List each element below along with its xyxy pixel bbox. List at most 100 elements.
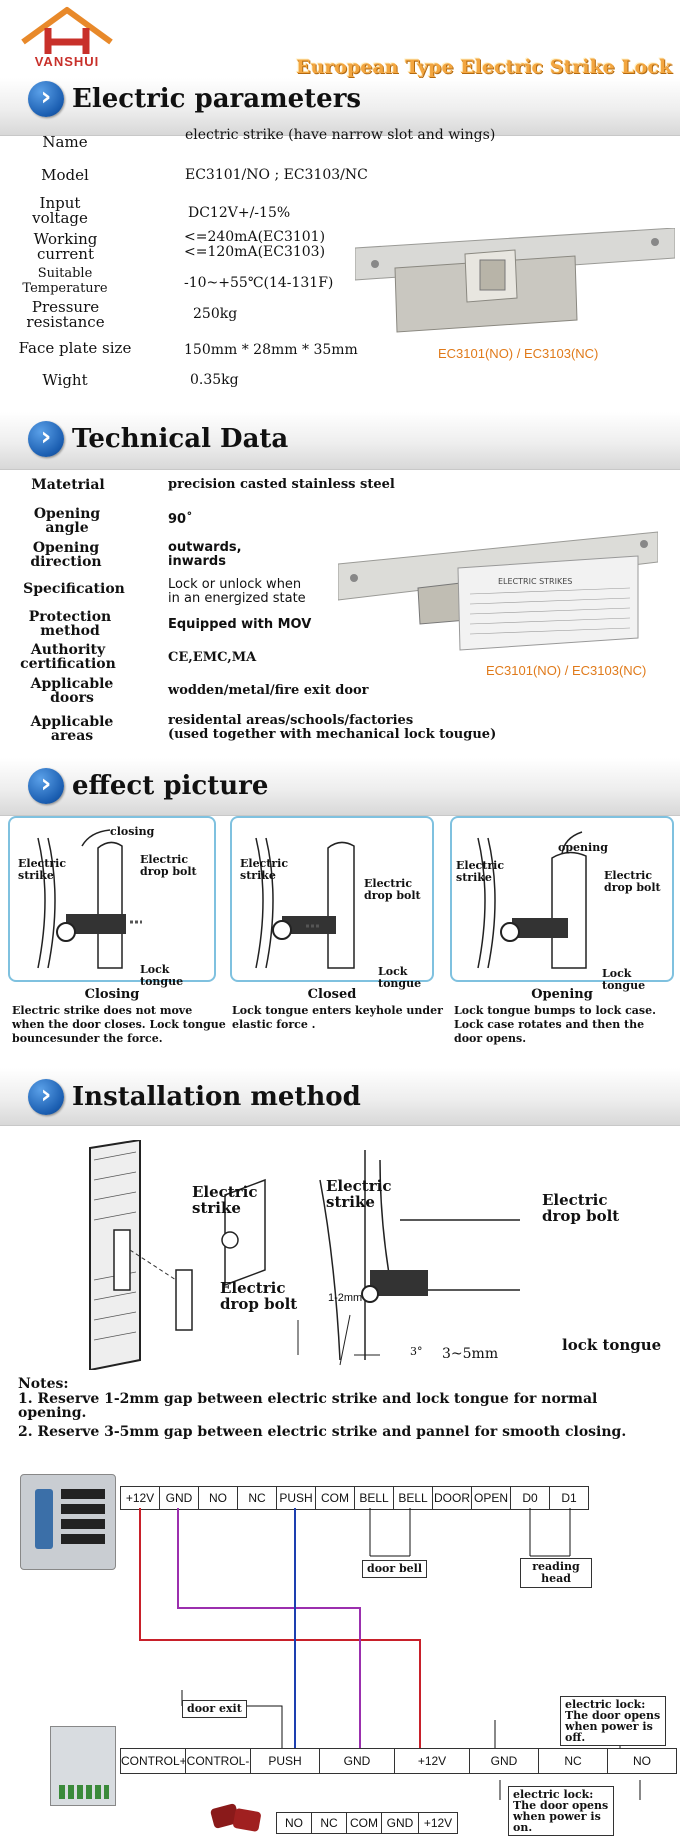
- terminal-gnd: GND: [319, 1748, 395, 1774]
- effect-label: Lock tongue: [140, 963, 184, 988]
- section-header-technical: [0, 412, 680, 470]
- effect-label: Electric strike: [240, 857, 289, 882]
- installation-diagram: Electric strike Electric drop bolt Elect…: [80, 1138, 680, 1372]
- effect-desc: Electric strike does not move when the d…: [12, 1004, 226, 1045]
- param-label: Suitable Temperature: [22, 266, 108, 296]
- section-header-electric: [0, 78, 680, 136]
- section-title-install: Installation method: [72, 1082, 361, 1112]
- terminal-control: CONTROL-: [185, 1748, 251, 1774]
- param-label: Face plate size: [18, 339, 132, 357]
- brand-name: VANSHUI: [34, 54, 100, 69]
- effect-label: Electric strike: [456, 859, 505, 884]
- section-header-effect: [0, 758, 680, 816]
- notes-title: Notes:: [18, 1376, 69, 1392]
- brand-logo: VANSHUI: [8, 4, 126, 74]
- terminal-nc: NC: [311, 1812, 347, 1834]
- terminal-d0: D0: [510, 1486, 550, 1510]
- terminal-gnd: GND: [469, 1748, 539, 1774]
- note-item: 2. Reserve 3-5mm gap between electric st…: [18, 1424, 627, 1440]
- install-label: Electric strike: [192, 1183, 258, 1217]
- param-label: Name: [42, 133, 88, 151]
- effect-label: Electric strike: [18, 857, 67, 882]
- param-label: Working current: [33, 230, 98, 263]
- terminal-gnd: GND: [159, 1486, 199, 1510]
- terminal-12v: +12V: [418, 1812, 458, 1834]
- lock-note-on: electric lock: The door opens when power…: [508, 1786, 614, 1836]
- install-label: Electric drop bolt: [542, 1191, 620, 1225]
- tech-value: residental areas/schools/factories (used…: [168, 713, 497, 742]
- terminal-no: NO: [198, 1486, 238, 1510]
- param-value: EC3101/NO ; EC3103/NC: [185, 167, 368, 183]
- chevron-right-icon: ›: [28, 768, 64, 804]
- param-value: -10~+55℃(14-131F): [184, 275, 334, 291]
- terminal-door: DOOR: [432, 1486, 472, 1510]
- effect-caption: Opening: [531, 987, 593, 1002]
- param-label: Model: [41, 166, 89, 184]
- tech-value: outwards, inwards: [168, 540, 242, 569]
- terminal-gnd: GND: [381, 1812, 419, 1834]
- power-supply-image: [50, 1726, 116, 1806]
- terminal-com: COM: [315, 1486, 355, 1510]
- electric-strike-image: [354, 227, 676, 338]
- terminal-control: CONTROL+: [120, 1748, 187, 1774]
- terminal-nc: NC: [538, 1748, 608, 1774]
- install-label: 3°: [410, 1345, 423, 1358]
- reading-head-label: reading head: [520, 1558, 592, 1588]
- product-caption: EC3101(NO) / EC3103(NC): [486, 663, 647, 678]
- access-keypad-image: [20, 1474, 116, 1570]
- terminal-no: NO: [607, 1748, 677, 1774]
- section-title-effect: effect picture: [72, 771, 269, 801]
- tech-label: Authority certification: [20, 642, 116, 672]
- electric-strike-image: ELECTRIC STRIKES: [337, 528, 659, 658]
- install-label: 3~5mm: [442, 1346, 499, 1362]
- tech-label: Applicable doors: [30, 676, 114, 706]
- section-header-install: [0, 1068, 680, 1126]
- terminal-bell: BELL: [393, 1486, 433, 1510]
- section-title-electric: Electric parameters: [72, 84, 362, 114]
- note-item: 1. Reserve 1-2mm gap between electric st…: [18, 1391, 598, 1421]
- effect-label: Lock tongue: [378, 965, 422, 990]
- param-label: Input voltage: [32, 194, 88, 227]
- param-value: 250kg: [193, 306, 238, 322]
- terminal-12v: +12V: [394, 1748, 470, 1774]
- tech-label: Opening direction: [30, 540, 102, 570]
- tech-label: Protection method: [28, 609, 112, 639]
- terminal-push: PUSH: [276, 1486, 316, 1510]
- param-label: Pressure resistance: [26, 298, 105, 331]
- param-label: Wight: [42, 371, 88, 389]
- product-label: ELECTRIC STRIKES: [498, 577, 572, 586]
- tech-value: Lock or unlock when in an energized stat…: [168, 577, 306, 606]
- effect-label: Electric drop bolt: [364, 877, 421, 902]
- effect-label: closing: [110, 825, 155, 838]
- install-label: lock tongue: [562, 1336, 662, 1354]
- tech-value: precision casted stainless steel: [168, 477, 395, 492]
- effect-caption: Closing: [84, 987, 140, 1002]
- terminal-nc: NC: [237, 1486, 277, 1510]
- terminal-push: PUSH: [250, 1748, 320, 1774]
- section-title-technical: Technical Data: [72, 424, 289, 454]
- effect-desc: Lock tongue enters keyhole under elastic…: [232, 1004, 443, 1031]
- param-value: DC12V+/-15%: [188, 205, 291, 221]
- door-bell-label: door bell: [362, 1560, 428, 1578]
- product-caption: EC3101(NO) / EC3103(NC): [438, 346, 599, 361]
- terminal-12v: +12V: [120, 1486, 160, 1510]
- chevron-right-icon: ›: [28, 81, 64, 117]
- effect-panel-closing: closing Electric strike Electric drop bo…: [8, 816, 216, 988]
- effect-panel-closed: Electric strike Electric drop bolt Lock …: [230, 816, 434, 990]
- tech-label: Specification: [23, 581, 125, 597]
- terminal-bell: BELL: [354, 1486, 394, 1510]
- effect-caption: Closed: [307, 987, 357, 1002]
- chevron-right-icon: ›: [28, 421, 64, 457]
- install-label: Electric drop bolt: [220, 1279, 298, 1313]
- effect-label: opening: [558, 841, 608, 854]
- param-value: <=240mA(EC3101) <=120mA(EC3103): [184, 229, 326, 260]
- effect-label: Lock tongue: [602, 967, 646, 992]
- tech-value: wodden/metal/fire exit door: [168, 683, 369, 698]
- remote-control-icon: [208, 1800, 268, 1834]
- param-value: 0.35kg: [190, 372, 239, 388]
- banner-title: European Type Electric Strike Lock: [296, 56, 673, 78]
- terminal-no: NO: [276, 1812, 312, 1834]
- door-exit-label: door exit: [182, 1700, 247, 1718]
- tech-value: 90˚: [168, 512, 193, 527]
- effect-panel-opening: opening Electric strike Electric drop bo…: [450, 816, 674, 992]
